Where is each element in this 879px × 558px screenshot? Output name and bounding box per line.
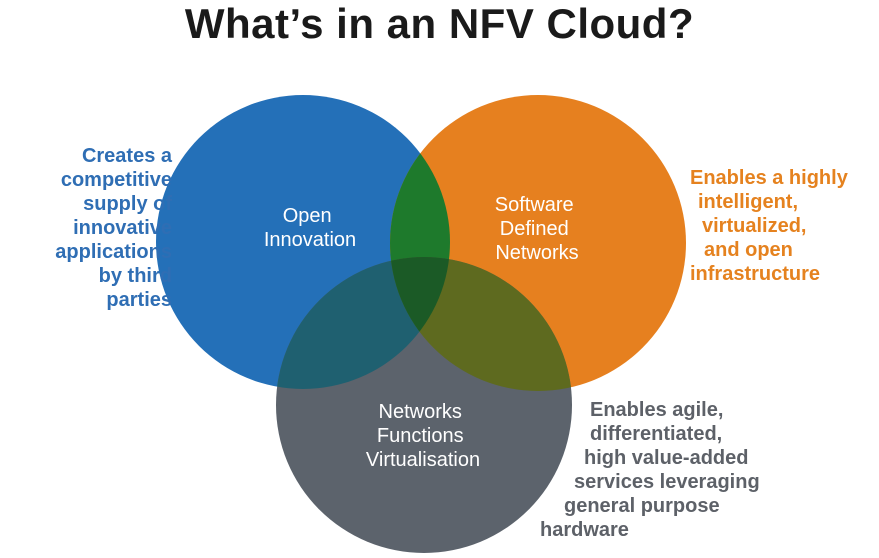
open-innovation-description: Creates a competitive supply of innovati… xyxy=(0,144,172,312)
nfv-label: Networks Functions Virtualisation xyxy=(366,401,480,471)
open-innovation-label-line: Open xyxy=(283,205,332,227)
description-line: competitive xyxy=(60,169,172,191)
description-line: differentiated, xyxy=(590,423,723,445)
sdn-description: Enables a highly intelligent, virtualize… xyxy=(690,166,875,286)
sdn-label: Software Defined Networks xyxy=(495,194,580,264)
description-line: virtualized, xyxy=(702,215,807,237)
description-line: Creates a xyxy=(81,145,172,167)
blue-gray-overlap xyxy=(276,257,450,389)
sdn-label-line: Software xyxy=(495,194,574,216)
sdn-label-line: Defined xyxy=(500,218,569,240)
open-innovation-label: Open Innovation xyxy=(264,205,356,251)
description-line: Enables agile, xyxy=(590,399,724,421)
description-line: parties xyxy=(106,289,172,311)
description-line: and open xyxy=(704,239,793,261)
page-title: What’s in an NFV Cloud? xyxy=(184,0,695,47)
open-innovation-label-line: Innovation xyxy=(264,229,356,251)
description-line: intelligent, xyxy=(698,191,798,213)
description-line: supply of xyxy=(83,193,172,215)
description-line: services leveraging xyxy=(574,471,760,493)
description-line: by third xyxy=(98,265,172,287)
description-line: high value-added xyxy=(584,447,749,469)
sdn-label-line: Networks xyxy=(495,242,578,264)
description-line: infrastructure xyxy=(690,263,821,285)
description-line: Enables a highly xyxy=(690,167,848,189)
description-line: general purpose xyxy=(564,495,720,517)
nfv-label-line: Functions xyxy=(377,425,464,447)
description-line: hardware xyxy=(540,519,629,541)
description-line: applications xyxy=(55,241,172,263)
nfv-label-line: Virtualisation xyxy=(366,449,480,471)
orange-gray-overlap xyxy=(390,257,572,391)
description-line: innovative xyxy=(73,217,172,239)
nfv-description: Enables agile, differentiated, high valu… xyxy=(540,398,840,542)
nfv-label-line: Networks xyxy=(379,401,462,423)
